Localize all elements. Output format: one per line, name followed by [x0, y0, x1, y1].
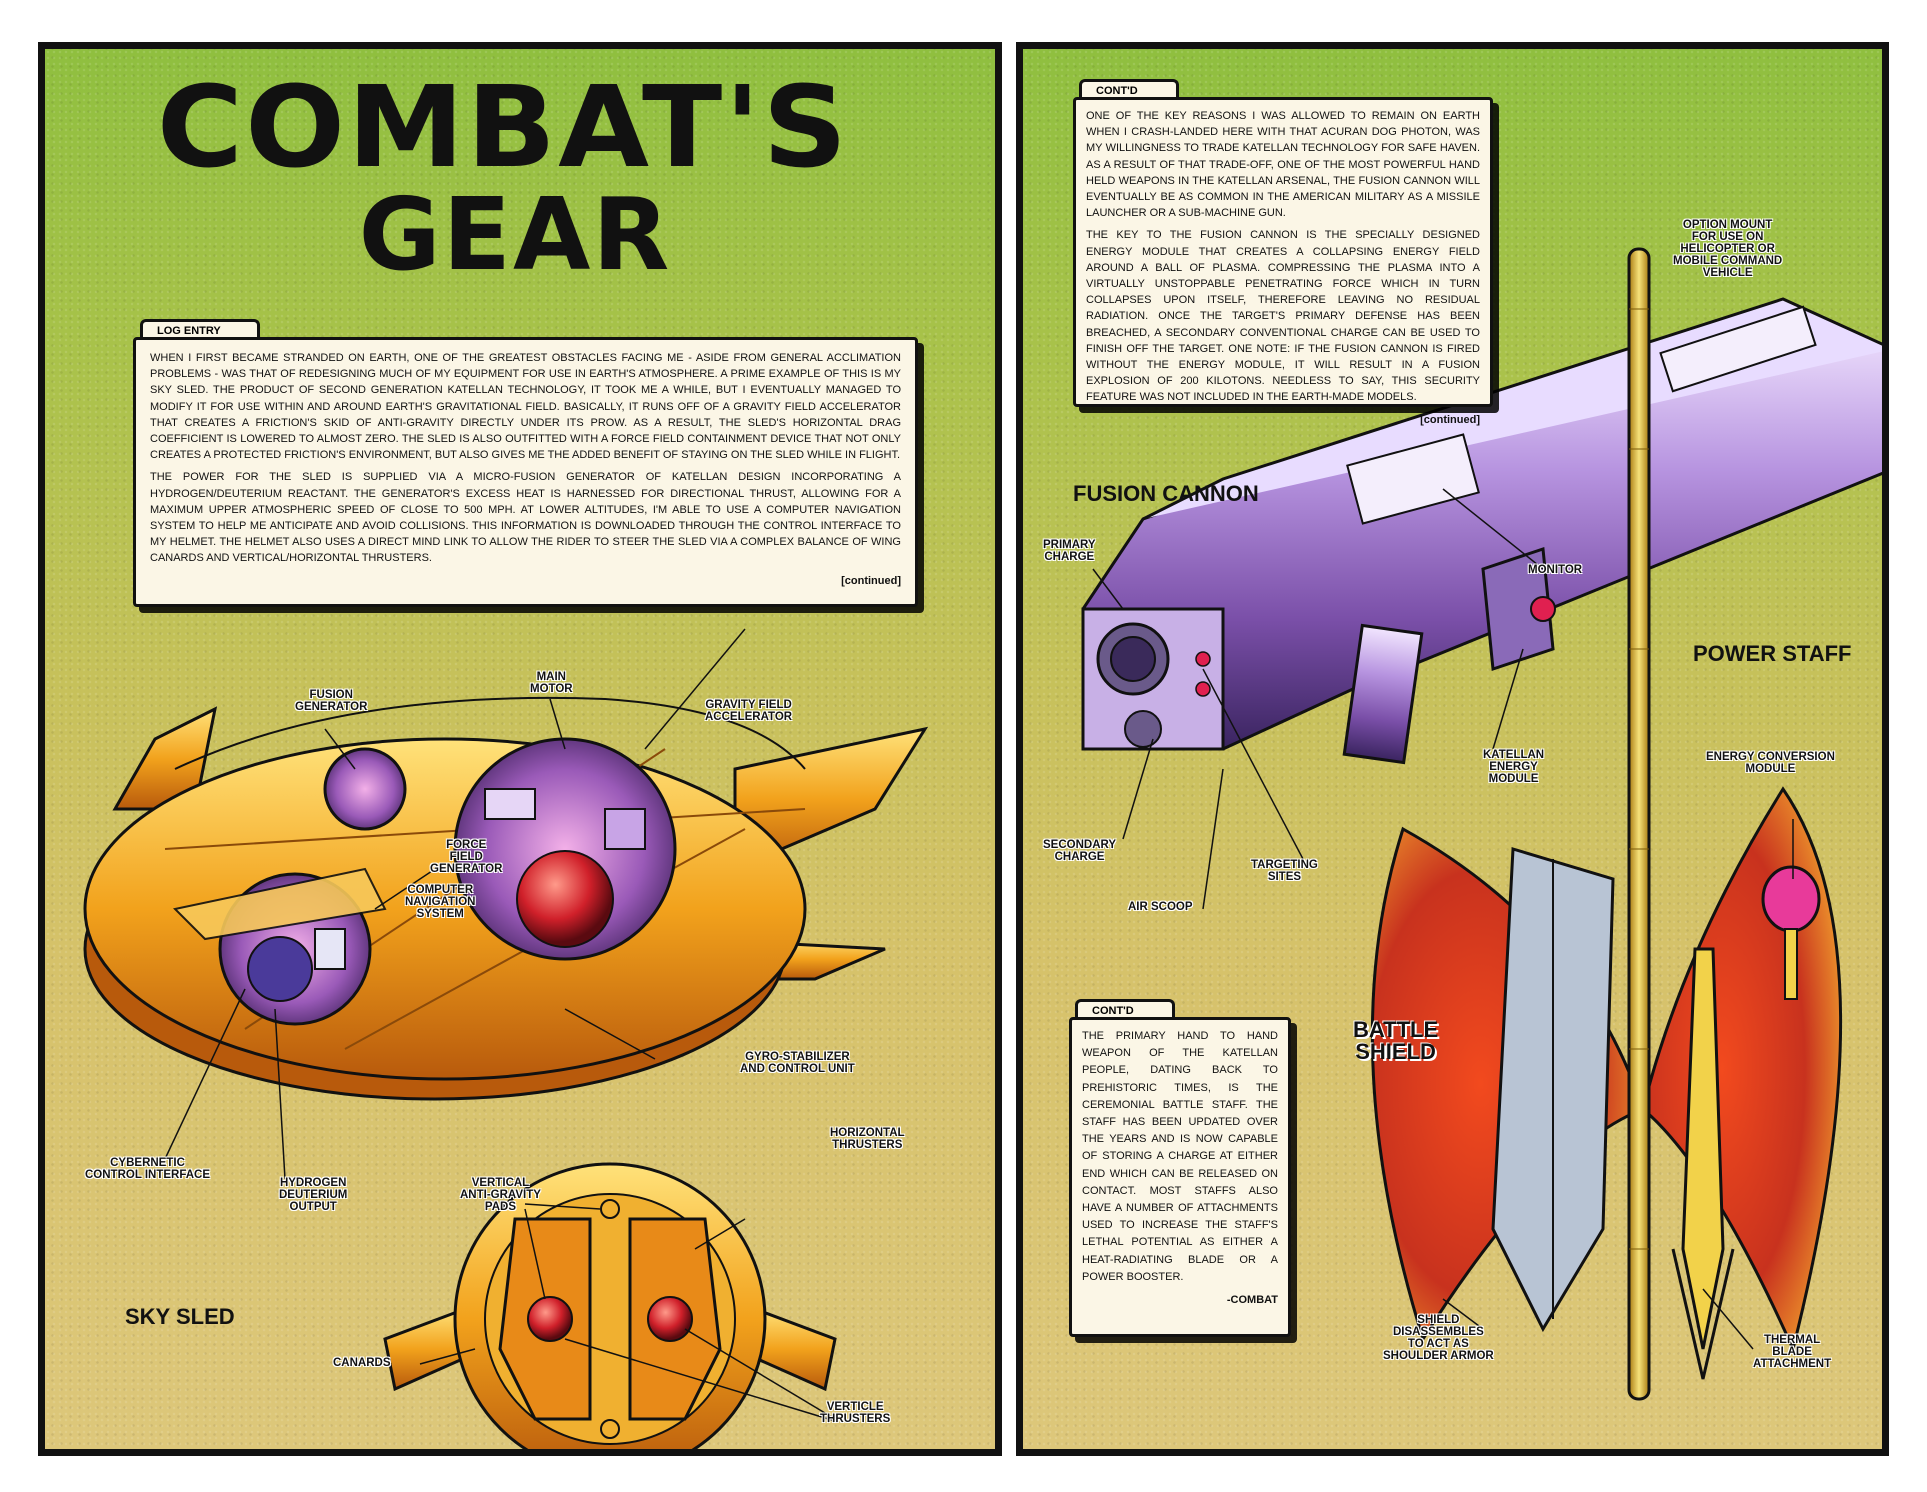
- label-computer-navigation-system: COMPUTER NAVIGATION SYSTEM: [405, 884, 476, 920]
- label-primary-charge: PRIMARY CHARGE: [1043, 539, 1096, 563]
- label-horizontal-thrusters: HORIZONTAL THRUSTERS: [830, 1127, 905, 1151]
- heading-fusion-cannon: FUSION CANNON: [1073, 481, 1259, 506]
- label-option-mount: OPTION MOUNT FOR USE ON HELICOPTER OR MO…: [1673, 219, 1783, 279]
- label-force-field-generator: FORCE FIELD GENERATOR: [430, 839, 503, 875]
- log-entry-tab: LOG ENTRY: [140, 319, 260, 339]
- log-entry-box: WHEN I FIRST BECAME STRANDED ON EARTH, O…: [133, 337, 918, 607]
- label-vertical-anti-gravity-pads: VERTICAL ANTI-GRAVITY PADS: [460, 1177, 541, 1213]
- label-shield-disassembles: SHIELD DISASSEMBLES TO ACT AS SHOULDER A…: [1383, 1314, 1494, 1362]
- label-fusion-generator: FUSION GENERATOR: [295, 689, 368, 713]
- contd-bottom-tab: CONT'D: [1075, 999, 1175, 1019]
- heading-power-staff: POWER STAFF: [1693, 641, 1852, 666]
- title-line-2: GEAR: [358, 176, 672, 293]
- continued-label: [continued]: [1420, 413, 1480, 426]
- contd-top-paragraph: ONE OF THE KEY REASONS I WAS ALLOWED TO …: [1086, 110, 1480, 220]
- right-panel: CONT'D ONE OF THE KEY REASONS I WAS ALLO…: [1016, 42, 1889, 1456]
- sky-sled-illustration: [83, 628, 929, 1449]
- label-main-motor: MAIN MOTOR: [530, 671, 573, 695]
- label-verticle-thrusters: VERTICLE THRUSTERS: [820, 1401, 891, 1425]
- label-gyro-stabilizer: GYRO-STABILIZER AND CONTROL UNIT: [740, 1051, 855, 1075]
- label-cybernetic-control-interface: CYBERNETIC CONTROL INTERFACE: [85, 1157, 211, 1181]
- title-line-1: COMBAT'S: [156, 63, 850, 193]
- contd-bottom-text: THE PRIMARY HAND TO HAND WEAPON OF THE K…: [1082, 1030, 1278, 1283]
- contd-top-tab: CONT'D: [1079, 79, 1179, 99]
- continued-label: [continued]: [841, 574, 901, 587]
- left-panel: COMBAT'S GEAR LOG ENTRY WHEN I FIRST BEC…: [38, 42, 1002, 1456]
- log-entry-paragraph: WHEN I FIRST BECAME STRANDED ON EARTH, O…: [150, 352, 901, 462]
- label-targeting-sites: TARGETING SITES: [1251, 859, 1318, 883]
- label-secondary-charge: SECONDARY CHARGE: [1043, 839, 1117, 863]
- label-gravity-field-accelerator: GRAVITY FIELD ACCELERATOR: [705, 699, 793, 723]
- contd-bottom-box: THE PRIMARY HAND TO HAND WEAPON OF THE K…: [1069, 1017, 1291, 1337]
- label-monitor: MONITOR: [1528, 564, 1583, 576]
- label-air-scoop: AIR SCOOP: [1128, 901, 1193, 913]
- label-katellan-energy-module: KATELLAN ENERGY MODULE: [1483, 749, 1545, 785]
- heading-sky-sled: SKY SLED: [125, 1304, 235, 1329]
- weapons-illustration: [1081, 247, 1882, 1401]
- signature: -COMBAT: [1226, 1294, 1278, 1307]
- log-entry-paragraph: THE POWER FOR THE SLED IS SUPPLIED VIA A…: [150, 471, 901, 565]
- heading-battle-shield: BATTLE SHIELD: [1353, 1017, 1439, 1064]
- contd-top-paragraph: THE KEY TO THE FUSION CANNON IS THE SPEC…: [1086, 229, 1480, 404]
- contd-top-box: ONE OF THE KEY REASONS I WAS ALLOWED TO …: [1073, 97, 1493, 426]
- label-hydrogen-deuterium-output: HYDROGEN DEUTERIUM OUTPUT: [279, 1177, 348, 1213]
- label-canards: CANARDS: [333, 1357, 391, 1369]
- label-thermal-blade-attachment: THERMAL BLADE ATTACHMENT: [1753, 1334, 1832, 1370]
- label-energy-conversion-module: ENERGY CONVERSION MODULE: [1706, 751, 1835, 775]
